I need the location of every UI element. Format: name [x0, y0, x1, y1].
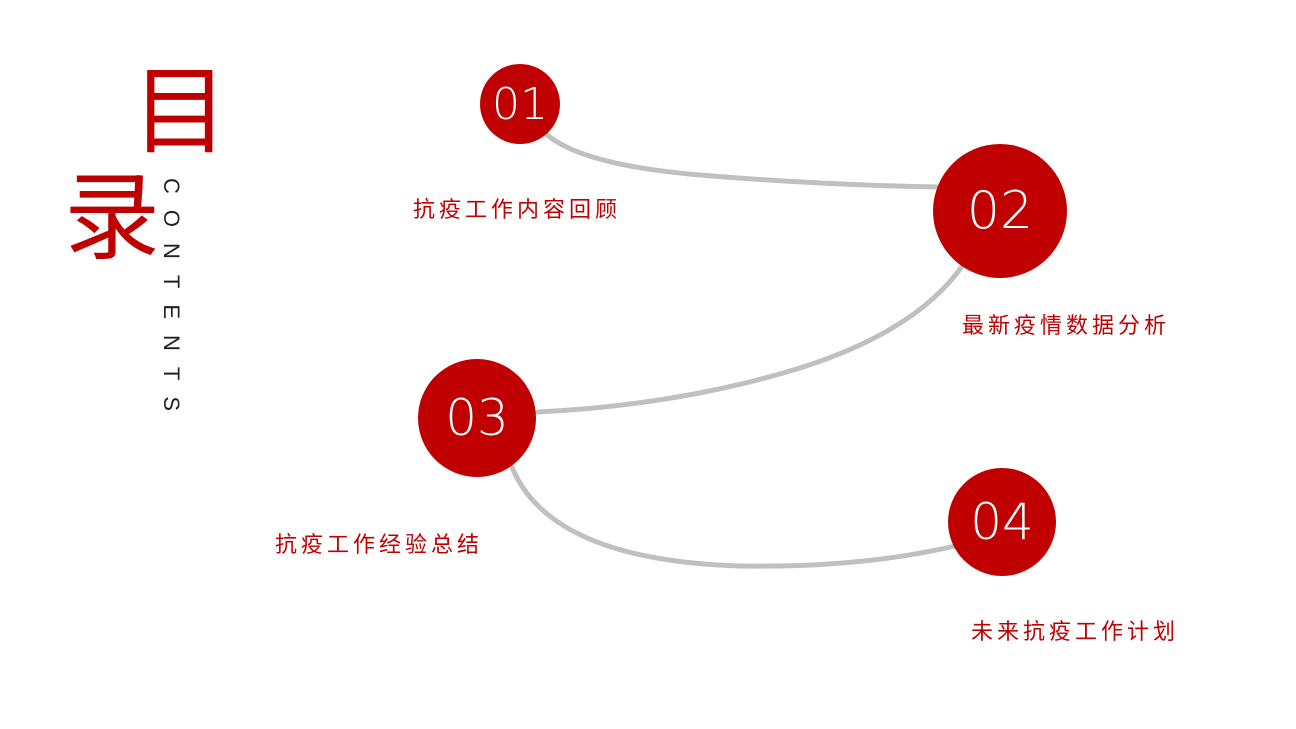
title-char-mu: 目 [132, 56, 228, 168]
item-01-label[interactable]: 抗疫工作内容回顾 [413, 198, 622, 223]
item-01-number: 01 [492, 78, 548, 130]
item-03-label[interactable]: 抗疫工作经验总结 [275, 533, 484, 558]
contents-subtitle: CONTENTS [159, 178, 184, 427]
item-01-circle[interactable]: 01 [480, 64, 560, 144]
item-04-label[interactable]: 未来抗疫工作计划 [971, 620, 1180, 645]
item-02-number: 02 [966, 181, 1034, 241]
item-04-number: 04 [970, 493, 1034, 551]
connector-02-03 [535, 259, 968, 415]
connector-01-02 [542, 130, 943, 190]
item-02-circle[interactable]: 02 [933, 144, 1067, 278]
item-04-circle[interactable]: 04 [948, 468, 1056, 576]
connector-03-04 [507, 459, 958, 569]
title-char-lu: 录 [64, 162, 160, 274]
item-02-label[interactable]: 最新疫情数据分析 [962, 314, 1171, 339]
item-03-circle[interactable]: 03 [418, 359, 536, 477]
item-03-number: 03 [445, 389, 509, 447]
